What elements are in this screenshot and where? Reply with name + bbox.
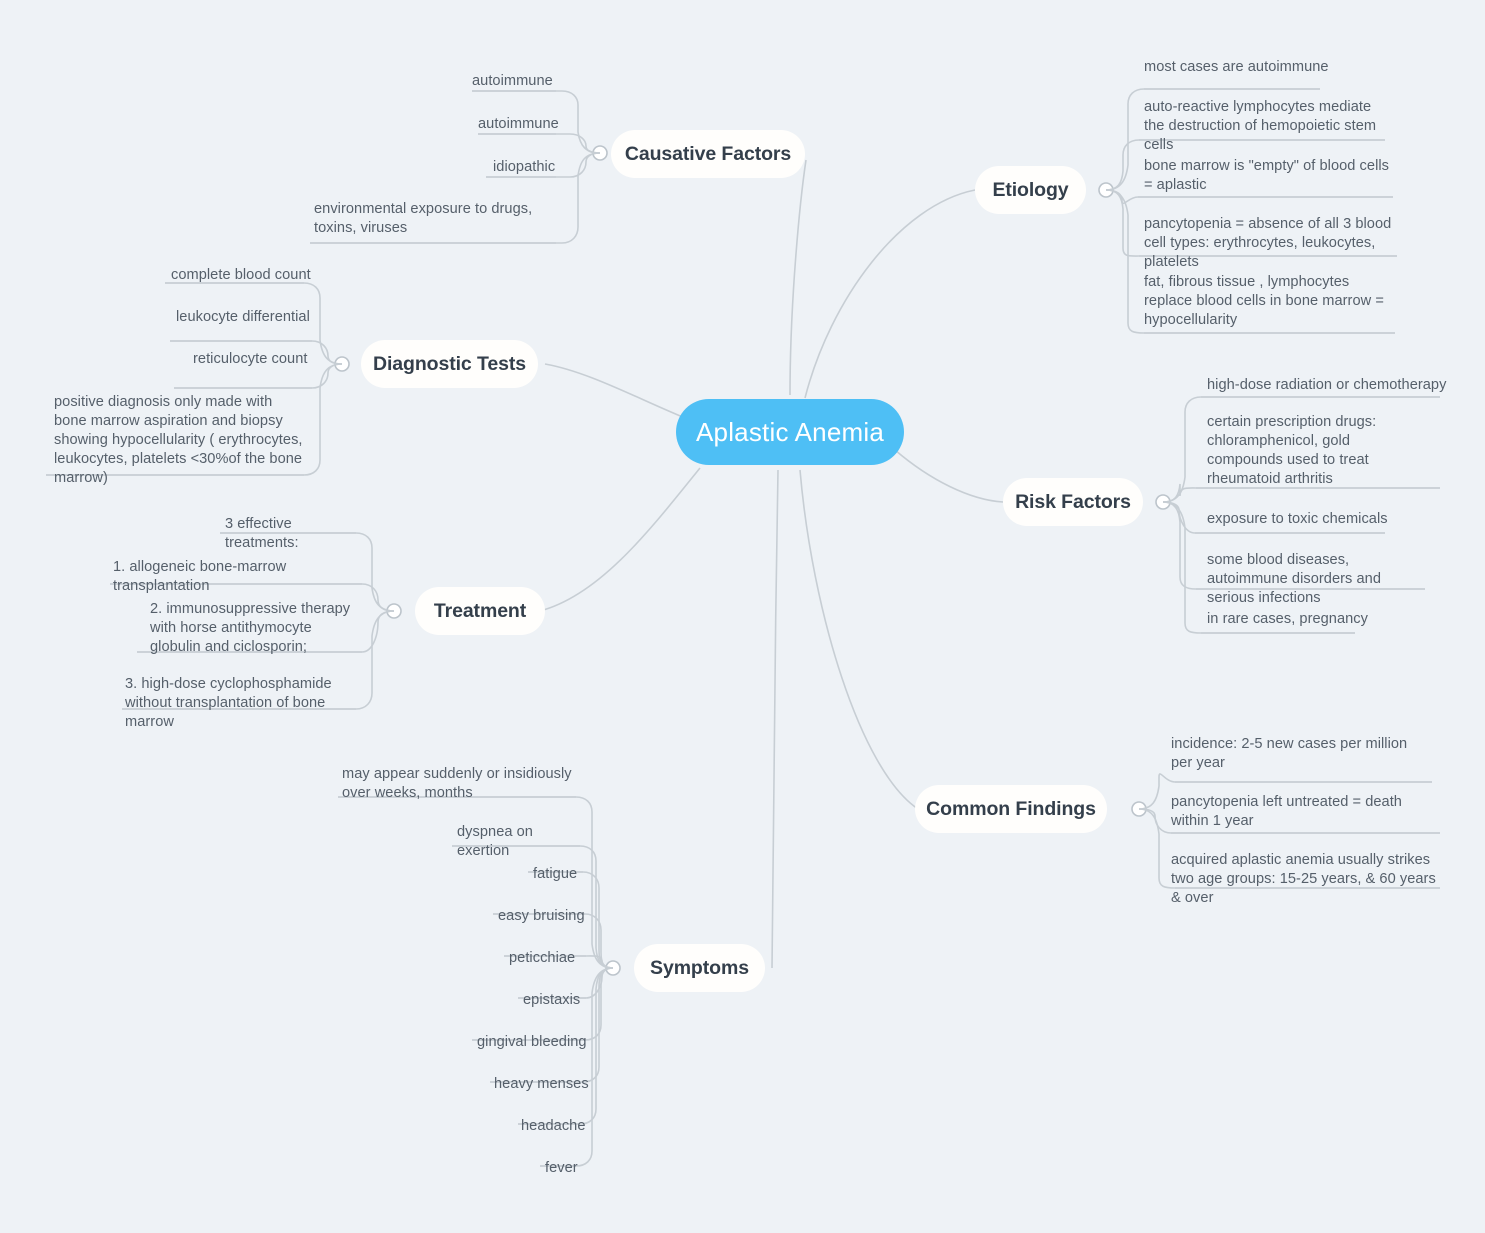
leaf-causative-factors-1[interactable]: autoimmune: [478, 116, 559, 132]
leaf-etiology-4[interactable]: fat, fibrous tissue , lymphocytes replac…: [1144, 274, 1384, 328]
leaf-treatment-2[interactable]: 2. immunosuppressive therapy with horse …: [150, 601, 351, 655]
leaf-symptoms-6[interactable]: gingival bleeding: [477, 1034, 587, 1050]
leaf-symptoms-3[interactable]: easy bruising: [498, 908, 585, 924]
trunk-symptoms: [771, 469, 779, 969]
branch-node-symptoms[interactable]: Symptoms: [634, 944, 765, 992]
conn-sy-7: [490, 967, 614, 1083]
leaf-symptoms-9[interactable]: fever: [545, 1160, 578, 1176]
leaf-etiology-3[interactable]: pancytopenia = absence of all 3 blood ce…: [1144, 216, 1392, 270]
leaf-causative-factors-2[interactable]: idiopathic: [493, 159, 556, 175]
leaf-risk-factors-4[interactable]: in rare cases, pregnancy: [1207, 611, 1369, 627]
branch-node-treatment[interactable]: Treatment: [415, 587, 545, 635]
leaf-causative-factors-3[interactable]: environmental exposure to drugs, toxins,…: [314, 201, 533, 236]
leaf-symptoms-5[interactable]: epistaxis: [523, 992, 581, 1008]
branch-label-common-findings: Common Findings: [926, 797, 1096, 820]
leaf-symptoms-2[interactable]: fatigue: [533, 866, 578, 882]
leaf-treatment-0[interactable]: 3 effective treatments:: [225, 516, 299, 551]
leaf-diagnostic-tests-2[interactable]: reticulocyte count: [193, 351, 308, 367]
root-node-aplastic-anemia[interactable]: Aplastic Anemia: [676, 399, 904, 465]
leaf-etiology-2[interactable]: bone marrow is "empty" of blood cells = …: [1144, 158, 1390, 193]
junction-treatment: [386, 603, 402, 619]
leaf-treatment-1[interactable]: 1. allogeneic bone-marrow transplantatio…: [113, 559, 287, 594]
trunk-risk-factors: [894, 449, 1004, 503]
leaf-common-findings-1[interactable]: pancytopenia left untreated = death with…: [1171, 794, 1402, 829]
leaf-diagnostic-tests-3[interactable]: positive diagnosis only made with bone m…: [54, 394, 303, 486]
trunk-common-findings: [799, 469, 919, 810]
branch-node-risk-factors[interactable]: Risk Factors: [1003, 478, 1143, 526]
leaf-risk-factors-0[interactable]: high-dose radiation or chemotherapy: [1207, 377, 1447, 393]
trunk-diagnostic-tests: [544, 363, 691, 421]
branch-label-treatment: Treatment: [433, 599, 527, 622]
branch-node-diagnostic-tests[interactable]: Diagnostic Tests: [361, 340, 538, 388]
branch-node-etiology[interactable]: Etiology: [975, 166, 1086, 214]
junction-diagnostic-tests: [334, 356, 350, 372]
branch-label-etiology: Etiology: [992, 178, 1069, 201]
leaf-common-findings-2[interactable]: acquired aplastic anemia usually strikes…: [1171, 852, 1436, 906]
conn-cf-1: [478, 133, 601, 154]
leaf-symptoms-1[interactable]: dyspnea on exertion: [457, 824, 533, 859]
trunk-causative-factors: [789, 159, 807, 396]
leaf-etiology-1[interactable]: auto-reactive lymphocytes mediate the de…: [1144, 99, 1377, 153]
leaf-risk-factors-1[interactable]: certain prescription drugs: chlorampheni…: [1207, 414, 1377, 487]
leaf-common-findings-0[interactable]: incidence: 2-5 new cases per million per…: [1171, 736, 1408, 771]
junction-causative-factors: [592, 145, 608, 161]
leaf-etiology-0[interactable]: most cases are autoimmune: [1144, 59, 1329, 75]
branch-node-causative-factors[interactable]: Causative Factors: [611, 130, 805, 178]
leaf-symptoms-0[interactable]: may appear suddenly or insidiously over …: [342, 766, 572, 801]
junction-etiology: [1098, 182, 1114, 198]
leaf-treatment-3[interactable]: 3. high-dose cyclophosphamide without tr…: [125, 676, 332, 730]
leaf-symptoms-7[interactable]: heavy menses: [494, 1076, 589, 1092]
leaf-risk-factors-2[interactable]: exposure to toxic chemicals: [1207, 511, 1388, 527]
trunk-etiology: [804, 189, 976, 399]
branch-node-common-findings[interactable]: Common Findings: [915, 785, 1107, 833]
leaf-symptoms-4[interactable]: peticchiae: [509, 950, 576, 966]
branch-label-diagnostic-tests: Diagnostic Tests: [373, 352, 526, 375]
leaf-diagnostic-tests-1[interactable]: leukocyte differential: [176, 309, 310, 325]
leaf-causative-factors-0[interactable]: autoimmune: [472, 73, 553, 89]
branch-label-symptoms: Symptoms: [650, 956, 749, 979]
junction-symptoms: [605, 960, 621, 976]
branch-label-causative-factors: Causative Factors: [624, 142, 792, 165]
junction-risk-factors: [1155, 494, 1171, 510]
leaf-diagnostic-tests-0[interactable]: complete blood count: [171, 267, 311, 283]
leaf-symptoms-8[interactable]: headache: [521, 1118, 586, 1134]
junction-common-findings: [1131, 801, 1147, 817]
trunk-treatment: [539, 467, 701, 612]
root-node-label: Aplastic Anemia: [696, 416, 884, 447]
branch-label-risk-factors: Risk Factors: [1015, 490, 1131, 513]
leaf-risk-factors-3[interactable]: some blood diseases, autoimmune disorder…: [1207, 552, 1381, 606]
